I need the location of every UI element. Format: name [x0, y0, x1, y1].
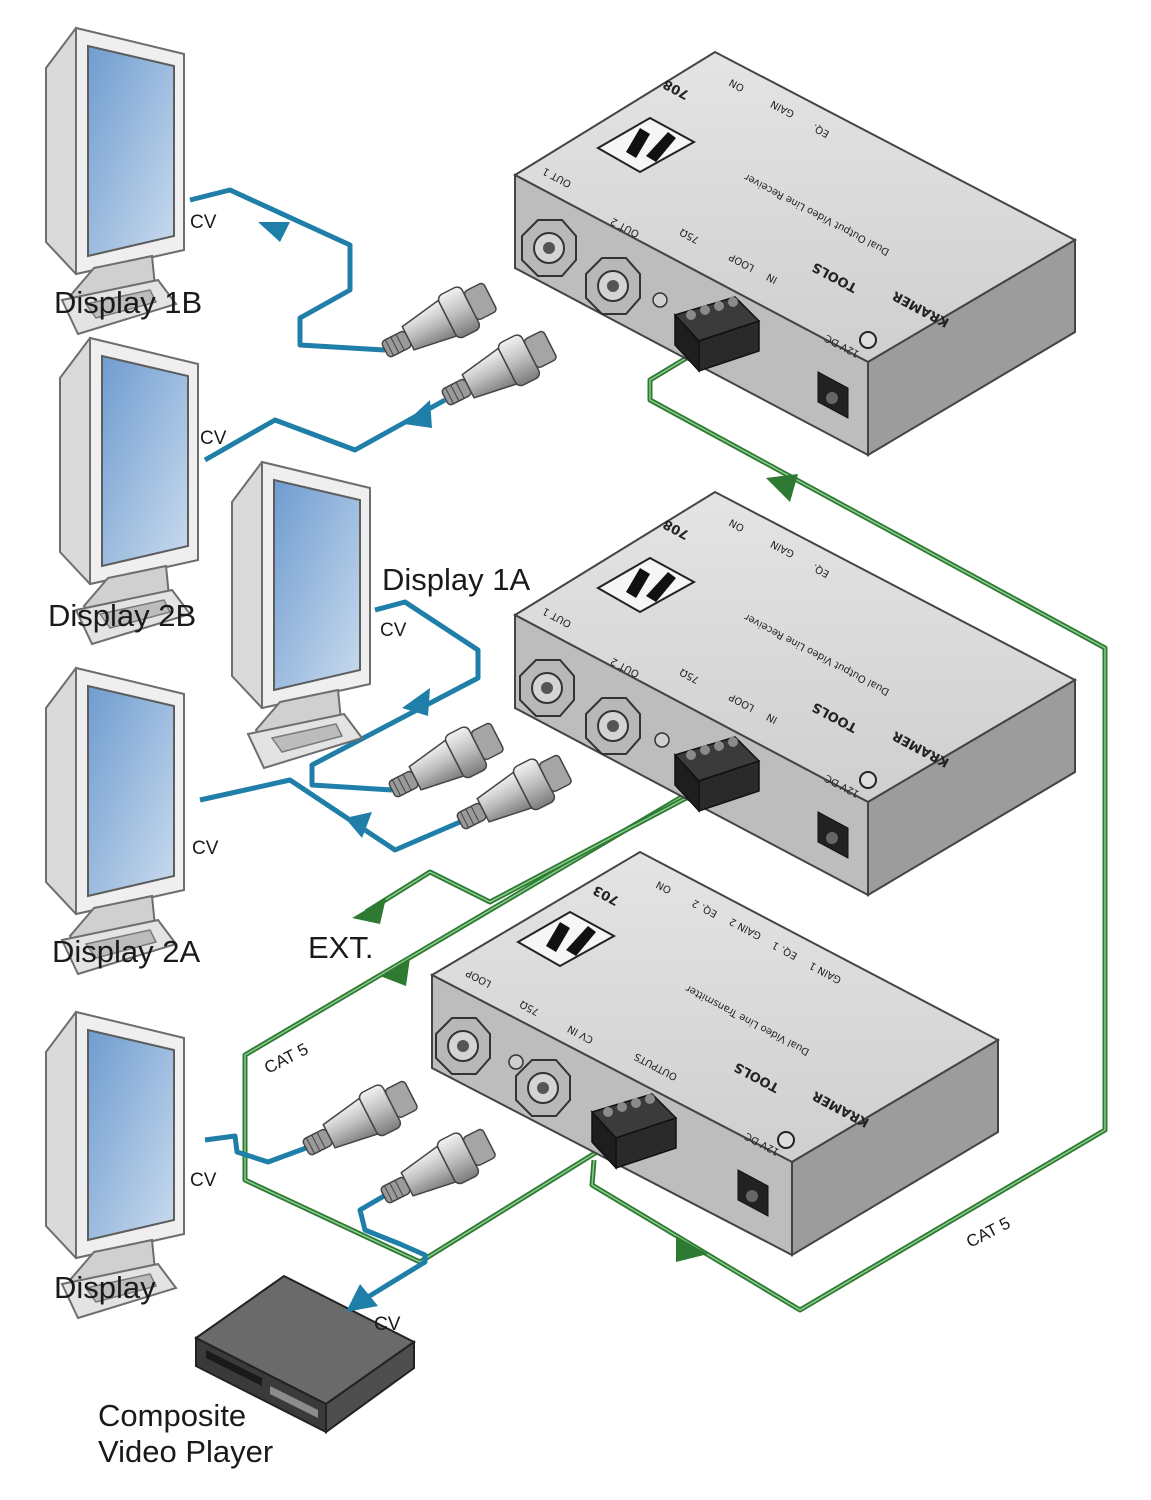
label-display-1b: Display 1B	[54, 285, 202, 320]
cat5-cables	[242, 342, 1108, 1313]
label-cv-2b: CV	[200, 428, 227, 449]
monitor-display-2a	[45, 667, 185, 975]
signal-arrows	[258, 222, 798, 1312]
label-cv-1b: CV	[190, 212, 217, 233]
arrow-cat5-up	[766, 474, 798, 502]
composite-video-player	[194, 1274, 416, 1434]
labels: Display 1B Display 2B Display 1A Display…	[48, 212, 1013, 1469]
arrow-cat5-down	[676, 1236, 708, 1262]
label-player-line2: Video Player	[98, 1434, 273, 1469]
arrow-display-2b	[404, 400, 432, 428]
label-display-2b: Display 2B	[48, 598, 196, 633]
cv-cable-display-1a	[309, 599, 481, 793]
arrow-player	[346, 1284, 378, 1312]
receiver-top-in-label: IN	[765, 270, 779, 285]
label-player-line1: Composite	[98, 1398, 246, 1433]
arrow-display-2a	[345, 812, 372, 838]
label-cv-display: CV	[190, 1170, 217, 1191]
label-ext: EXT.	[308, 930, 373, 965]
cv-cable-display-2a	[199, 777, 461, 853]
label-cv-player: CV	[374, 1314, 401, 1335]
cv-cable-display-1b	[189, 187, 386, 353]
label-display-1a: Display 1A	[382, 562, 530, 597]
receiver-top-device: 708 Dual Output Video Line Receiver KRAM…	[373, 50, 1078, 457]
monitor-display-1a	[231, 461, 371, 769]
label-display: Display	[54, 1270, 156, 1305]
label-cv-1a: CV	[380, 620, 407, 641]
label-display-2a: Display 2A	[52, 934, 200, 969]
arrow-display-1b	[258, 222, 290, 242]
label-cat5-left: CAT 5	[261, 1039, 311, 1077]
cv-cables	[189, 187, 481, 1311]
cv-cable-display	[204, 1133, 307, 1165]
receiver-middle-device: 708 Dual Output Video Line Receiver KRAM…	[380, 490, 1078, 897]
cv-cable-player	[348, 1193, 428, 1311]
arrow-cat5-middle	[380, 958, 410, 986]
receiver-middle-in-label: IN	[765, 710, 779, 725]
arrow-display-1a	[402, 688, 430, 716]
transmitter-device: 703 Dual Video Line Transmitter KRAMER T…	[294, 850, 1001, 1257]
label-cat5-right: CAT 5	[963, 1213, 1013, 1251]
label-cv-2a: CV	[192, 838, 219, 859]
arrow-ext	[352, 898, 386, 924]
cv-cable-display-2b	[203, 397, 447, 463]
